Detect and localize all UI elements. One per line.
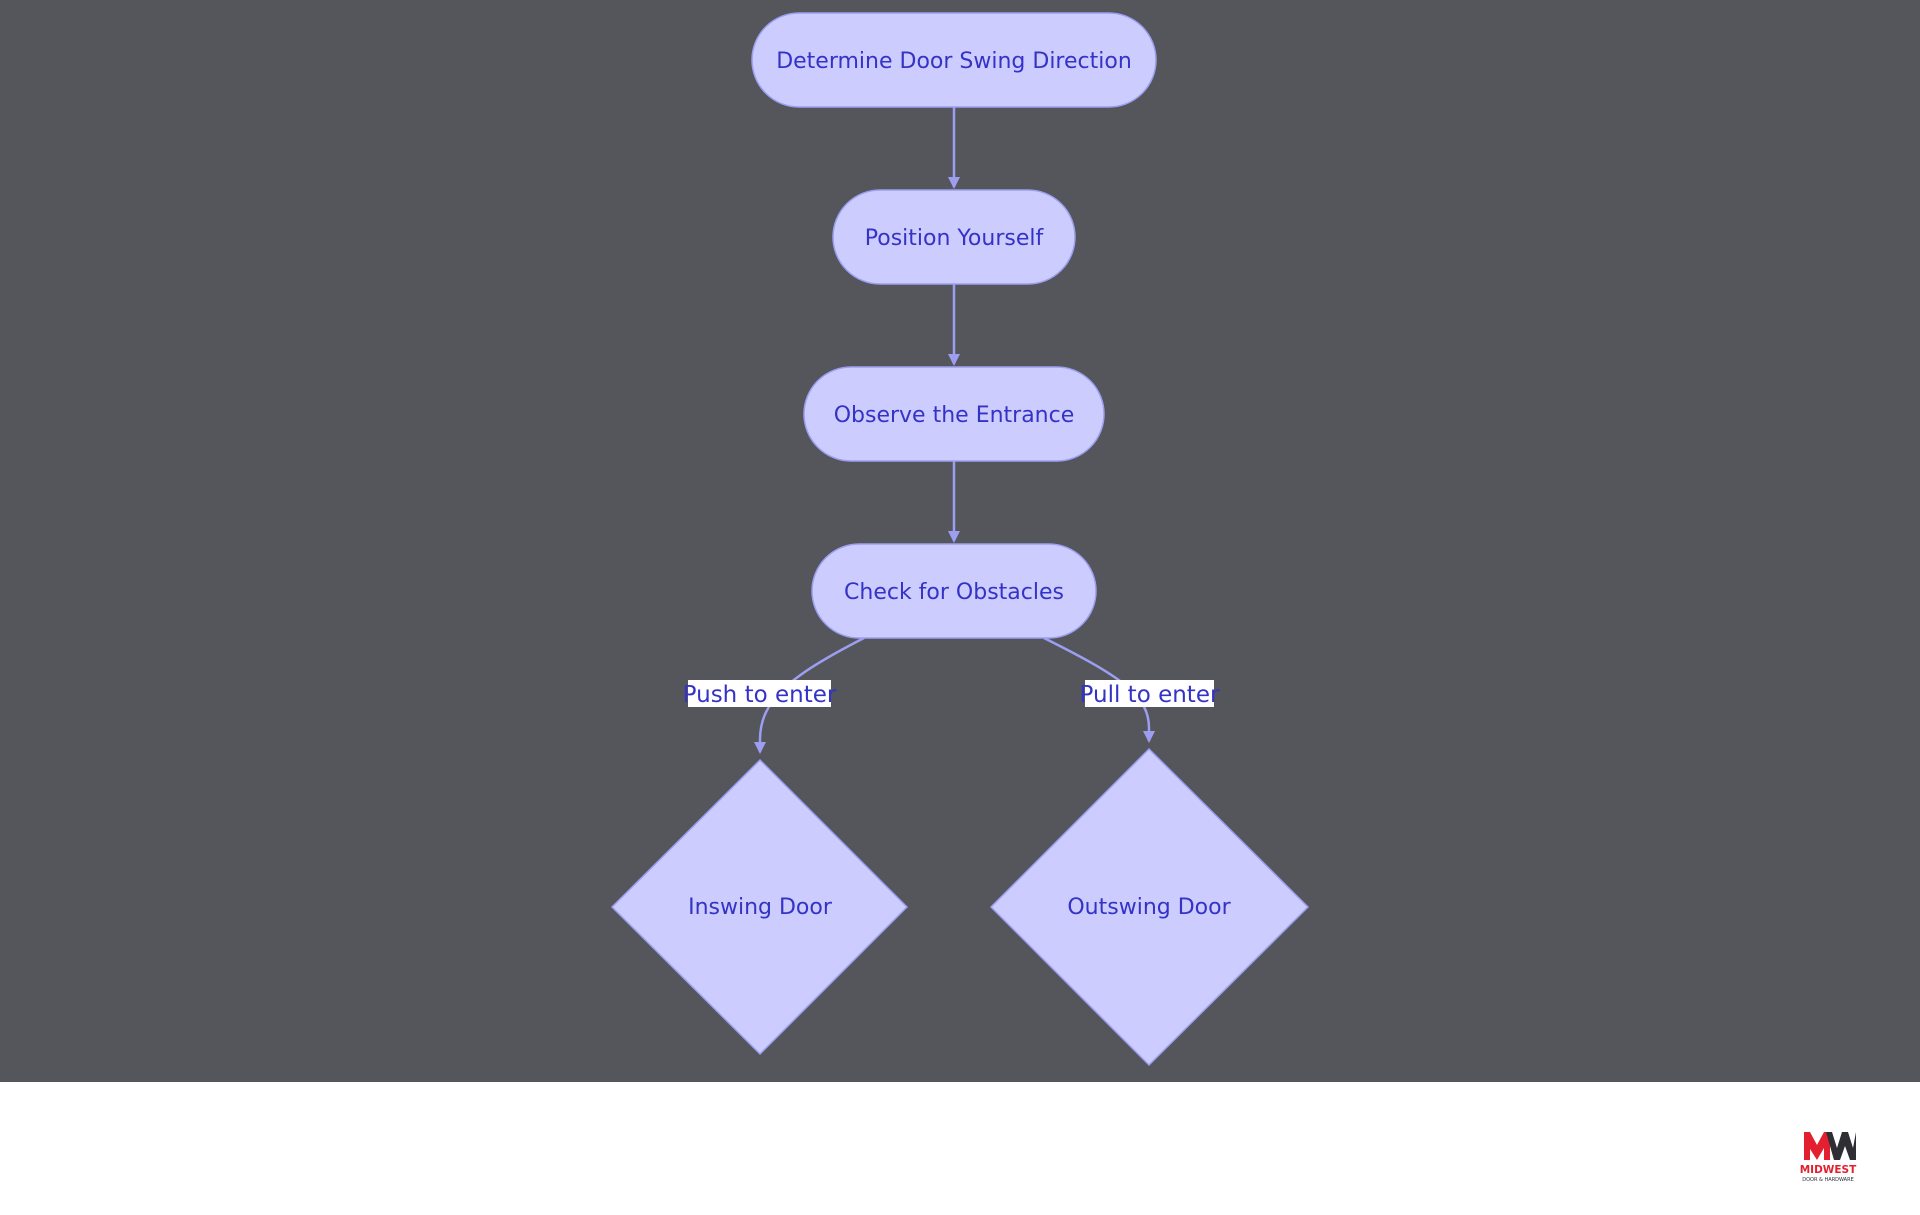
- edge-label-push: Push to enter: [683, 680, 837, 708]
- node-check-label: Check for Obstacles: [844, 580, 1064, 605]
- logo-tagline: DOOR & HARDWARE: [1802, 1177, 1854, 1183]
- diagram-canvas: Push to enter Pull to enter Determine Do…: [0, 0, 1920, 1082]
- midwest-logo: MIDWEST DOOR & HARDWARE: [1800, 1132, 1857, 1183]
- node-position-label: Position Yourself: [865, 226, 1045, 251]
- node-observe-the-entrance: Observe the Entrance: [803, 366, 1105, 462]
- logo-name: MIDWEST: [1800, 1164, 1857, 1176]
- node-determine-door-swing-direction: Determine Door Swing Direction: [751, 12, 1157, 108]
- node-position-yourself: Position Yourself: [832, 189, 1076, 285]
- edge-label-pull-text: Pull to enter: [1080, 682, 1220, 708]
- edge-label-push-text: Push to enter: [683, 682, 837, 708]
- edge-label-pull: Pull to enter: [1080, 680, 1220, 708]
- node-outswing-door: Outswing Door: [989, 747, 1310, 1067]
- flowchart: Push to enter Pull to enter Determine Do…: [610, 12, 1310, 1067]
- logo-mw-mark-icon: [1804, 1132, 1856, 1160]
- node-outswing-label: Outswing Door: [1067, 895, 1231, 920]
- node-determine-label: Determine Door Swing Direction: [776, 49, 1132, 74]
- node-inswing-label: Inswing Door: [688, 895, 833, 920]
- footer: [0, 1082, 1920, 1215]
- node-observe-label: Observe the Entrance: [834, 403, 1075, 428]
- node-inswing-door: Inswing Door: [610, 758, 909, 1056]
- node-check-for-obstacles: Check for Obstacles: [811, 543, 1097, 639]
